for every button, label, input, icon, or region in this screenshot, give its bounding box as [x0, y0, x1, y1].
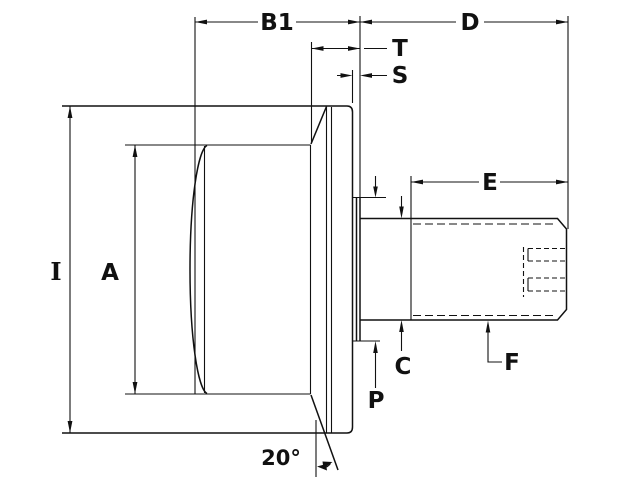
dim-label-c: C	[395, 354, 412, 380]
arrow-a-top	[132, 145, 138, 157]
flange-outline	[62, 105, 354, 471]
dim-label-a: A	[101, 260, 119, 286]
arrow-e-right	[556, 179, 568, 185]
shaft-outline	[360, 217, 568, 321]
arrow-c-top	[399, 206, 404, 219]
arrow-e-left	[411, 179, 423, 185]
arrow-c-bottom	[399, 320, 404, 332]
body-outline	[125, 144, 312, 395]
arrow-p-bottom	[373, 341, 378, 353]
arrow-angle-right	[322, 461, 333, 469]
arrow-b1-right	[348, 19, 360, 25]
arrow-s-right	[360, 73, 372, 78]
dim-i: I	[50, 106, 73, 433]
arrow-s-left	[340, 73, 353, 78]
arrow-b1-left	[195, 19, 207, 25]
arrow-d-right	[556, 19, 568, 25]
dim-c: C	[395, 196, 412, 380]
dim-label-angle: 20°	[261, 446, 301, 470]
arrow-t-left	[311, 46, 324, 51]
dim-t: T	[310, 36, 408, 143]
arrow-i-bottom	[67, 421, 73, 433]
leader-f	[487, 332, 502, 363]
dim-label-s: S	[392, 63, 409, 89]
arrow-t-right	[348, 46, 360, 51]
dim-label-d: D	[460, 10, 479, 36]
flange-chamfer-top	[310, 106, 328, 145]
body-rear-dome	[189, 144, 208, 395]
dim-a: A	[101, 145, 138, 394]
arrow-p-top	[373, 186, 378, 198]
dim-label-f: F	[504, 350, 520, 376]
arrow-i-top	[67, 106, 73, 118]
dim-label-t: T	[392, 36, 408, 62]
dim-d: D	[360, 10, 569, 229]
dim-label-p: P	[368, 388, 385, 414]
dim-e: E	[410, 170, 568, 219]
arrow-a-bottom	[132, 382, 138, 394]
dim-f: F	[485, 320, 520, 376]
shaft-profile	[360, 217, 568, 321]
dim-label-e: E	[482, 170, 498, 196]
arrow-d-left	[360, 19, 372, 25]
dim-angle: 20°	[261, 420, 333, 477]
dim-p: P	[368, 176, 385, 414]
pilot-boss	[352, 196, 386, 342]
arrow-f	[485, 320, 491, 333]
dim-label-i: I	[50, 257, 61, 286]
flange-profile	[62, 105, 354, 434]
dim-s: S	[337, 63, 408, 103]
flange-chamfer-bottom	[310, 394, 339, 471]
dim-b1: B1	[194, 10, 361, 394]
dim-label-b1: B1	[260, 10, 294, 36]
